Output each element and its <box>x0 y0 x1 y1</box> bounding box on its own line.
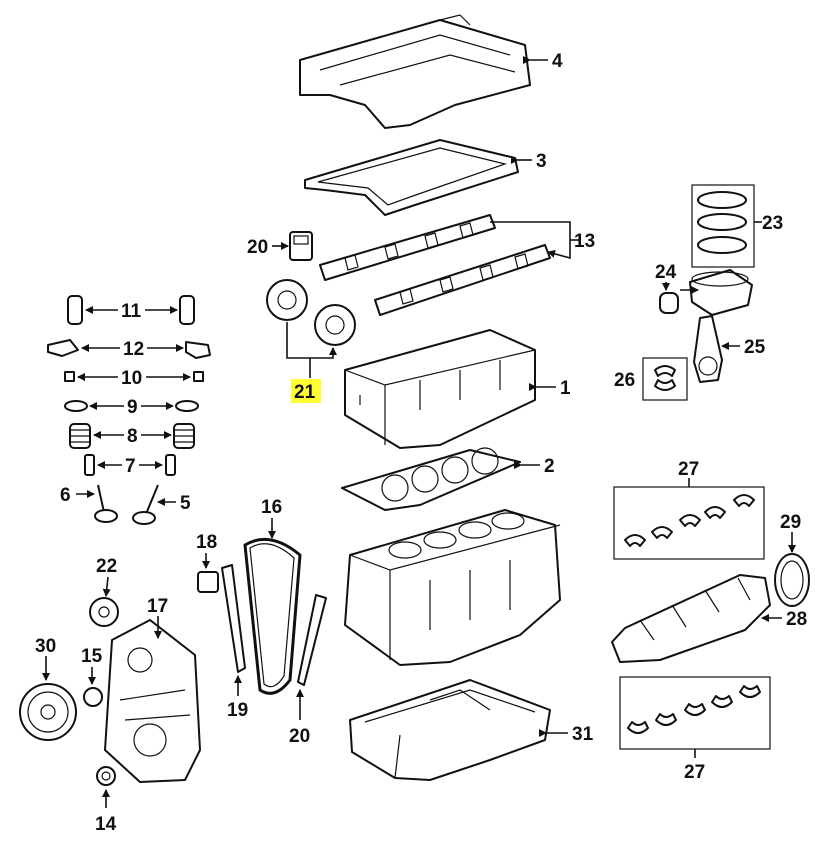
callout-2: 2 <box>544 456 555 477</box>
valve-cover <box>299 14 548 129</box>
piston-and-pin <box>659 269 753 316</box>
rocker-arms <box>47 339 211 359</box>
crankshaft-balancer <box>19 656 77 741</box>
callout-8: 8 <box>127 426 138 447</box>
callout-17: 17 <box>147 596 168 617</box>
callout-3: 3 <box>536 151 547 172</box>
callout-16: 16 <box>261 497 282 518</box>
crankshaft-sprocket <box>83 667 103 707</box>
callout-18: 18 <box>196 532 217 553</box>
rod-bearing <box>642 357 688 401</box>
callout-23: 23 <box>762 213 783 234</box>
valve-seals <box>84 454 176 476</box>
highlight-box-21 <box>291 379 321 403</box>
chain-guide-left <box>221 564 246 696</box>
exhaust-valve <box>132 484 176 525</box>
callout-15: 15 <box>81 646 103 667</box>
callout-29: 29 <box>780 512 801 533</box>
valve-cover-gasket <box>304 139 532 216</box>
callout-24: 24 <box>655 262 677 283</box>
lash-adjusters <box>67 295 195 325</box>
front-crank-seal <box>96 766 116 808</box>
callout-13: 13 <box>574 231 595 252</box>
rear-main-seal <box>774 532 810 607</box>
main-bearings-upper <box>613 478 765 560</box>
callout-22: 22 <box>96 556 117 577</box>
camshaft-actuators <box>266 279 356 378</box>
callout-25: 25 <box>744 337 766 358</box>
chain-guide-right <box>296 594 327 720</box>
callout-28: 28 <box>786 609 807 630</box>
spring-retainers <box>64 400 199 412</box>
callout-4: 4 <box>552 51 563 72</box>
callout-26: 26 <box>614 370 635 391</box>
connecting-rod <box>693 315 740 383</box>
timing-chain <box>243 518 302 695</box>
front-cover <box>104 616 201 783</box>
callout-19: 19 <box>227 700 248 721</box>
cam-position-sensor <box>272 231 313 261</box>
callout-11: 11 <box>121 301 142 322</box>
callout-20-bottom: 20 <box>289 726 310 747</box>
callout-27-bottom: 27 <box>684 762 705 783</box>
callout-1: 1 <box>560 378 571 399</box>
chain-tensioner <box>197 553 219 593</box>
callout-31: 31 <box>572 724 594 745</box>
camshafts <box>319 214 580 316</box>
callout-5: 5 <box>180 493 191 514</box>
callout-21: 21 <box>294 382 316 403</box>
callout-7: 7 <box>125 456 136 477</box>
callout-14: 14 <box>95 814 117 835</box>
main-bearings-lower <box>619 676 771 758</box>
callout-20-top: 20 <box>247 237 268 258</box>
engine-block <box>344 509 561 666</box>
callout-9: 9 <box>127 397 138 418</box>
callout-12: 12 <box>123 339 144 360</box>
cylinder-head <box>344 329 556 449</box>
piston-rings <box>691 184 762 268</box>
crankshaft <box>611 574 782 663</box>
valve-keys <box>64 371 204 382</box>
callout-30: 30 <box>35 636 56 657</box>
valve-springs <box>69 423 195 449</box>
callout-10: 10 <box>121 368 142 389</box>
callout-27-top: 27 <box>678 459 699 480</box>
head-gasket <box>341 447 540 511</box>
oil-pan <box>349 679 568 781</box>
water-pump-sprocket <box>89 576 119 627</box>
callout-6: 6 <box>60 485 71 506</box>
intake-valve <box>76 484 118 523</box>
